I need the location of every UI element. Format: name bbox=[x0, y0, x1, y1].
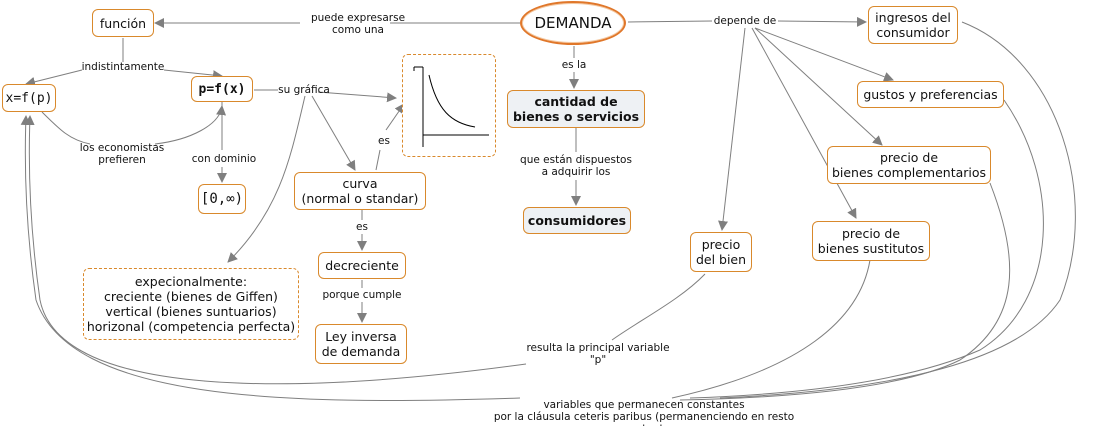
edge-demanda-depende bbox=[627, 20, 713, 23]
edge-depende-sustitutos bbox=[751, 27, 857, 219]
edge-grafica-curva bbox=[311, 95, 356, 171]
edge-curva-es bbox=[375, 149, 381, 171]
label-puede-expresarse: puede expresarse como una bbox=[310, 12, 406, 36]
node-decreciente[interactable]: decreciente bbox=[318, 252, 406, 279]
edge-complementarios-variables bbox=[679, 182, 1011, 401]
label-depende-de: depende de bbox=[713, 15, 777, 27]
edge-economistas-p bbox=[154, 105, 227, 145]
node-ley[interactable]: Ley inversa de demanda bbox=[315, 324, 407, 364]
edge-grafica-expecional bbox=[227, 95, 306, 263]
label-porque-cumple: porque cumple bbox=[322, 289, 402, 301]
label-que-estan: que están dispuestos a adquirir los bbox=[520, 154, 632, 178]
node-expecional[interactable]: expecionalmente: creciente (bienes de Gi… bbox=[83, 268, 299, 340]
label-variables: variables que permanecen constantes por … bbox=[493, 399, 795, 426]
edge-indist-p bbox=[163, 69, 223, 81]
edge-es-graph bbox=[385, 103, 405, 131]
node-demanda[interactable]: DEMANDA bbox=[520, 1, 626, 45]
node-funcion[interactable]: función bbox=[92, 9, 154, 37]
node-x-fp[interactable]: x=f(p) bbox=[2, 84, 56, 112]
label-es-graph: es bbox=[378, 135, 390, 147]
node-dominio[interactable]: [0,∞) bbox=[198, 184, 246, 214]
node-curva[interactable]: curva (normal o standar) bbox=[294, 172, 426, 210]
label-resulta: resulta la principal variable "p" bbox=[526, 342, 670, 366]
label-indistintamente: indistintamente bbox=[81, 61, 165, 73]
node-precio-bien[interactable]: precio del bien bbox=[690, 232, 752, 272]
label-con-dominio: con dominio bbox=[191, 153, 257, 165]
node-complementarios[interactable]: precio de bienes complementarios bbox=[827, 146, 991, 184]
node-p-fx[interactable]: p=f(x) bbox=[191, 76, 253, 102]
edge-x-economistas bbox=[41, 111, 91, 145]
node-gustos[interactable]: gustos y preferencias bbox=[857, 81, 1004, 108]
edge-gustos-variables bbox=[689, 99, 1044, 399]
edge-indist-x bbox=[25, 69, 83, 87]
label-su-grafica: su gráfica bbox=[278, 84, 330, 96]
label-economistas: los economistas prefieren bbox=[79, 142, 165, 166]
edge-depende-ingresos bbox=[777, 16, 867, 27]
node-sustitutos[interactable]: precio de bienes sustitutos bbox=[812, 221, 930, 261]
edge-depende-precio bbox=[718, 27, 746, 231]
demand-curve-graph-icon bbox=[413, 66, 489, 147]
node-cantidad[interactable]: cantidad de bienes o servicios bbox=[507, 90, 645, 128]
label-es-la: es la bbox=[561, 59, 587, 71]
edge-precio-resulta bbox=[611, 273, 706, 341]
node-consumidores[interactable]: consumidores bbox=[523, 207, 631, 234]
edge-depende-gustos bbox=[754, 27, 894, 82]
edge-ingresos-variables bbox=[719, 21, 1076, 399]
edge-sustitutos-variables bbox=[671, 259, 871, 399]
edge-depende-complementarios bbox=[754, 27, 883, 146]
edge-resulta-x bbox=[24, 115, 527, 385]
node-ingresos[interactable]: ingresos del consumidor bbox=[868, 6, 958, 44]
edge-grafica-graph bbox=[317, 91, 397, 103]
edge-variables-x bbox=[20, 115, 521, 401]
node-graph[interactable] bbox=[402, 54, 496, 157]
label-es-curva: es bbox=[356, 221, 368, 233]
